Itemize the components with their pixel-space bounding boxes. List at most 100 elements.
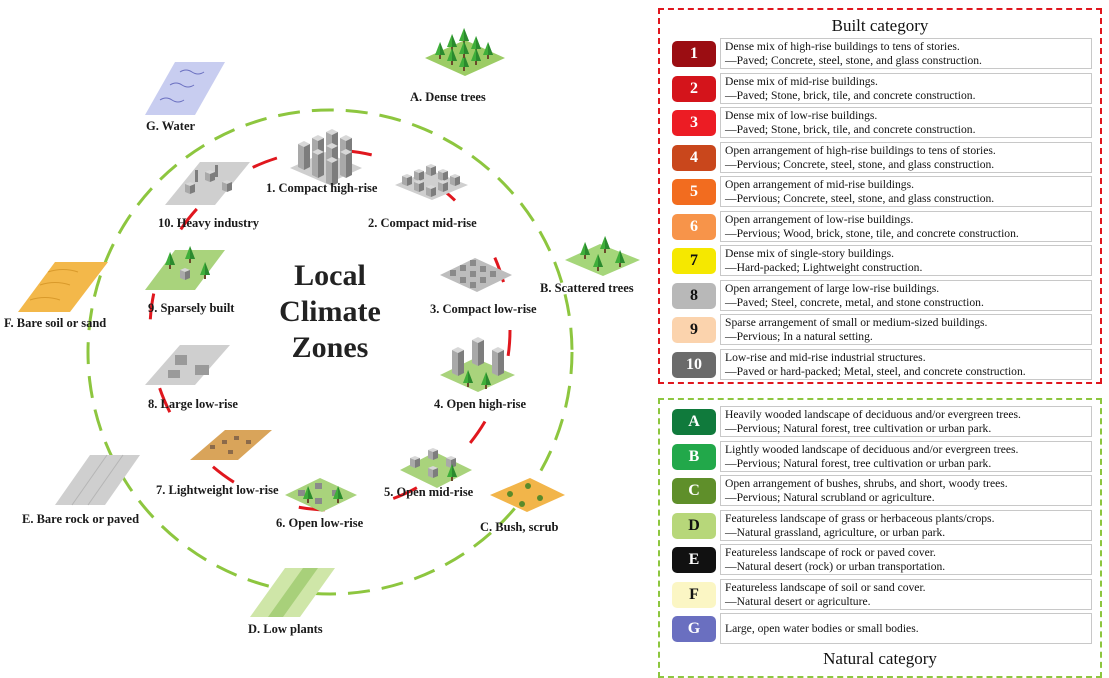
zone-d-tile bbox=[250, 568, 335, 617]
built-badge-4: 4 bbox=[672, 144, 716, 171]
natural-badge-d: D bbox=[672, 512, 716, 539]
description-line-1: Low-rise and mid-rise industrial structu… bbox=[725, 350, 926, 364]
description-line-1: Lightly wooded landscape of deciduous an… bbox=[725, 442, 1019, 456]
natural-ring bbox=[86, 108, 574, 596]
description-line-2: —Hard-packed; Lightweight construction. bbox=[725, 261, 923, 274]
legend-panel: Built category 1 Dense mix of high-rise b… bbox=[658, 0, 1109, 678]
built-description-8: Open arrangement of large low-rise build… bbox=[720, 279, 1092, 311]
natural-category-title: Natural category bbox=[823, 649, 937, 668]
description-line-2: —Pervious; Natural forest, tree cultivat… bbox=[725, 422, 992, 435]
built-badge-6: 6 bbox=[672, 213, 716, 240]
zone-9-tile bbox=[145, 246, 225, 290]
built-row-9: 9 Sparse arrangement of small or medium-s… bbox=[670, 314, 1094, 346]
built-badge-9: 9 bbox=[672, 317, 716, 343]
description-line-1: Dense mix of high-rise buildings to tens… bbox=[725, 40, 960, 53]
description-line-2: —Natural desert or agriculture. bbox=[725, 594, 871, 608]
description-line-2: —Pervious; In a natural setting. bbox=[725, 330, 873, 343]
built-description-1: Dense mix of high-rise buildings to tens… bbox=[720, 38, 1092, 69]
description-line-1: Dense mix of low-rise buildings. bbox=[725, 109, 878, 122]
zone-5-tile bbox=[400, 448, 472, 488]
natural-row-a: A Heavily wooded landscape of deciduous a… bbox=[670, 406, 1094, 438]
natural-description-f: Featureless landscape of soil or sand co… bbox=[720, 578, 1092, 610]
description-line-2: —Paved or hard-packed; Metal, steel, and… bbox=[725, 364, 1026, 378]
description-line-1: Sparse arrangement of small or medium-si… bbox=[725, 316, 988, 329]
built-badge-7: 7 bbox=[672, 248, 716, 274]
description-line-2: —Pervious; Concrete, steel, stone, and g… bbox=[725, 157, 995, 171]
description-line-1: Open arrangement of mid-rise buildings. bbox=[725, 178, 914, 191]
natural-description-a: Heavily wooded landscape of deciduous an… bbox=[720, 406, 1092, 437]
built-description-6: Open arrangement of low-rise buildings.—… bbox=[720, 210, 1092, 242]
natural-row-b: B Lightly wooded landscape of deciduous a… bbox=[670, 440, 1094, 473]
zone-f-tile bbox=[18, 262, 108, 312]
built-row-5: 5 Open arrangement of mid-rise buildings.… bbox=[670, 176, 1094, 208]
natural-badge-a: A bbox=[672, 409, 716, 435]
built-badge-8: 8 bbox=[672, 282, 716, 309]
zone-4-tile bbox=[440, 337, 515, 392]
zone-2-tile bbox=[395, 164, 468, 200]
built-category-box: Built category 1 Dense mix of high-rise b… bbox=[658, 8, 1102, 384]
zone-b-tile bbox=[565, 236, 640, 276]
natural-description-b: Lightly wooded landscape of deciduous an… bbox=[720, 440, 1092, 472]
built-badge-10: 10 bbox=[672, 351, 716, 378]
description-line-2: —Natural desert (rock) or urban transpor… bbox=[725, 560, 946, 573]
natural-badge-g: G bbox=[672, 616, 716, 642]
natural-badge-f: F bbox=[672, 581, 716, 608]
natural-description-g: Large, open water bodies or small bodies… bbox=[720, 613, 1092, 644]
description-line-2: —Pervious; Wood, brick, stone, tile, and… bbox=[725, 226, 1019, 240]
zone-3-tile bbox=[440, 258, 512, 292]
description-line-1: Dense mix of single-story buildings. bbox=[725, 247, 895, 260]
built-ring bbox=[148, 148, 512, 512]
description-line-1: Open arrangement of high-rise buildings … bbox=[725, 143, 996, 157]
zone-label-6: 6. Open low-rise bbox=[276, 516, 364, 530]
zone-label-1: 1. Compact high-rise bbox=[266, 181, 378, 195]
zone-7-tile bbox=[190, 430, 272, 460]
description-line-2: —Pervious; Natural forest, tree cultivat… bbox=[725, 456, 992, 470]
description-line-1: Large, open water bodies or small bodies… bbox=[725, 622, 919, 635]
zone-1-tile bbox=[290, 129, 362, 186]
zone-label-c: C. Bush, scrub bbox=[480, 520, 559, 534]
zone-label-9: 9. Sparsely built bbox=[148, 301, 235, 315]
natural-description-d: Featureless landscape of grass or herbac… bbox=[720, 509, 1092, 541]
natural-badge-c: C bbox=[672, 478, 716, 504]
zone-e-tile bbox=[55, 454, 140, 506]
built-badge-5: 5 bbox=[672, 179, 716, 205]
zone-10-tile bbox=[165, 162, 250, 205]
built-description-9: Sparse arrangement of small or medium-si… bbox=[720, 314, 1092, 345]
zone-6-tile bbox=[285, 478, 357, 512]
description-line-2: —Paved; Stone, brick, tile, and concrete… bbox=[725, 123, 976, 136]
zone-label-d: D. Low plants bbox=[248, 622, 323, 636]
built-description-7: Dense mix of single-story buildings.—Har… bbox=[720, 245, 1092, 276]
zone-label-2: 2. Compact mid-rise bbox=[368, 216, 477, 230]
zone-label-5: 5. Open mid-rise bbox=[384, 485, 474, 499]
zone-g-tile bbox=[145, 62, 225, 115]
zone-8-tile bbox=[145, 345, 230, 385]
zone-label-b: B. Scattered trees bbox=[540, 281, 634, 295]
description-line-1: Open arrangement of bushes, shrubs, and … bbox=[725, 477, 1008, 490]
built-category-title: Built category bbox=[831, 16, 929, 35]
built-badge-2: 2 bbox=[672, 75, 716, 102]
built-badge-1: 1 bbox=[672, 41, 716, 67]
description-line-1: Heavily wooded landscape of deciduous an… bbox=[725, 408, 1021, 421]
lcz-diagram bbox=[18, 28, 640, 617]
description-line-1: Open arrangement of large low-rise build… bbox=[725, 281, 940, 295]
built-badge-3: 3 bbox=[672, 110, 716, 136]
description-line-2: —Pervious; Natural scrubland or agricult… bbox=[725, 491, 935, 504]
built-description-3: Dense mix of low-rise buildings.—Paved; … bbox=[720, 107, 1092, 138]
description-line-2: —Paved; Stone, brick, tile, and concrete… bbox=[725, 88, 976, 102]
center-title: Local Climate Zones bbox=[250, 258, 410, 366]
zone-label-g: G. Water bbox=[146, 119, 196, 133]
natural-badge-e: E bbox=[672, 547, 716, 573]
center-title-line: Zones bbox=[291, 331, 369, 364]
natural-row-g: G Large, open water bodies or small bodie… bbox=[670, 613, 1094, 645]
built-row-4: 4 Open arrangement of high-rise buildings… bbox=[670, 141, 1094, 174]
built-row-10: 10 Low-rise and mid-rise industrial struc… bbox=[670, 348, 1094, 381]
zone-label-f: F. Bare soil or sand bbox=[4, 316, 107, 330]
natural-badge-b: B bbox=[672, 443, 716, 470]
built-description-2: Dense mix of mid-rise buildings.—Paved; … bbox=[720, 72, 1092, 104]
